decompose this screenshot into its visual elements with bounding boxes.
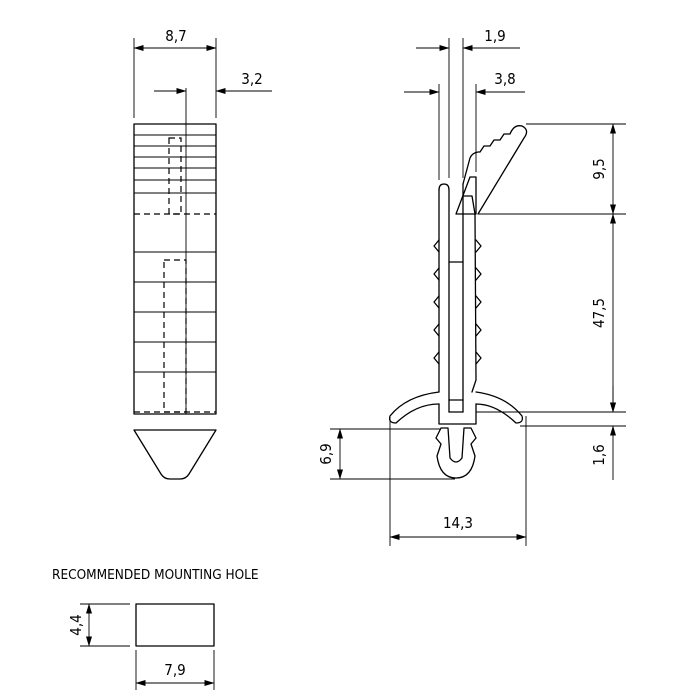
- front-view: [133, 88, 217, 480]
- dim-plug-length: 6,9: [317, 443, 335, 464]
- mounting-hole-caption: RECOMMENDED MOUNTING HOLE: [52, 567, 259, 583]
- side-dims: [330, 38, 626, 546]
- dim-width-total: 8,7: [165, 27, 186, 45]
- dim-hole-width: 7,9: [164, 661, 185, 679]
- dim-center-offset: 3,2: [241, 70, 262, 88]
- dim-flange-span: 14,3: [443, 514, 473, 532]
- dim-hole-height: 4,4: [67, 614, 85, 635]
- dim-flange-gap: 1,6: [590, 444, 608, 465]
- front-dims: [133, 38, 272, 118]
- dim-stem-thickness: 1,9: [484, 27, 505, 45]
- side-view: [388, 125, 528, 479]
- dim-stem-length: 47,5: [590, 298, 608, 328]
- dim-head-height: 9,5: [590, 158, 608, 179]
- dim-clip-width: 3,8: [494, 70, 515, 88]
- mounting-hole-view: [80, 603, 215, 690]
